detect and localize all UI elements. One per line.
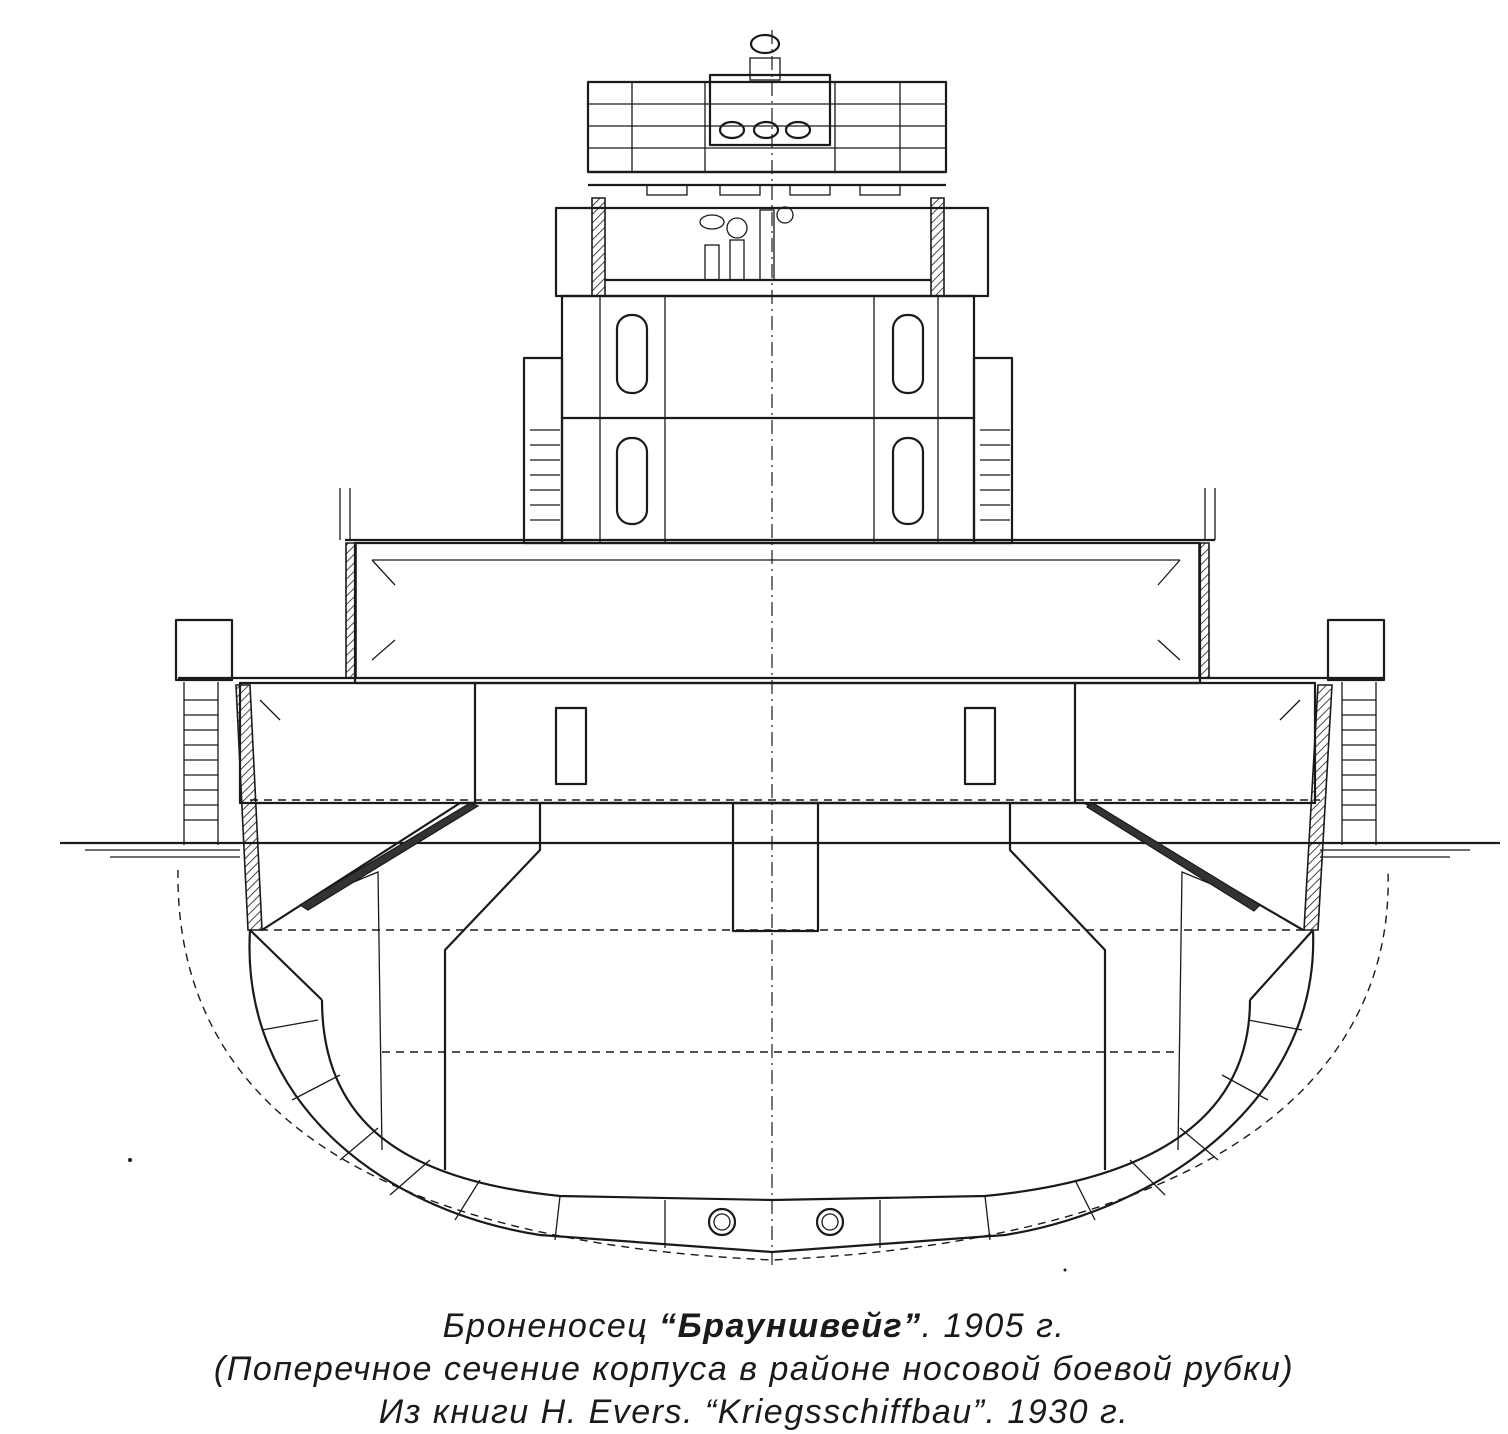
internal-bulkheads [250,799,1320,1170]
scan-specks [128,1158,1067,1272]
caption-year: . 1905 г. [921,1307,1066,1345]
hull-cross-section-drawing [60,30,1500,1272]
caption-ship-type: Броненосец [442,1307,660,1345]
conning-tower [554,197,990,298]
starboard-side-ladder [1326,618,1386,845]
main-deck-casemate [178,676,1385,805]
hull-outer-shell [248,801,1315,1254]
double-bottom-frames [261,1019,1303,1248]
caption-ship-name: “Брауншвейг” [659,1307,922,1345]
port-side-ladder [174,618,234,845]
caption-line-1: Броненосец “Брауншвейг”. 1905 г. [0,1305,1508,1348]
upper-deck [339,488,1216,685]
armour-deck [298,802,1261,912]
side-armour-belts [235,684,1333,931]
navigating-bridge [586,33,948,196]
caption-line-2: (Поперечное сечение корпуса в районе нос… [213,1350,1295,1388]
drawing-caption: Броненосец “Брауншвейг”. 1905 г. (Попере… [0,1305,1508,1434]
conning-tower-base [522,294,1014,545]
outer-hull-dashed-outline [177,869,1389,1261]
waterline [60,841,1500,858]
caption-line-3: Из книги H. Evers. “Kriegsschiffbau”. 19… [378,1393,1130,1431]
